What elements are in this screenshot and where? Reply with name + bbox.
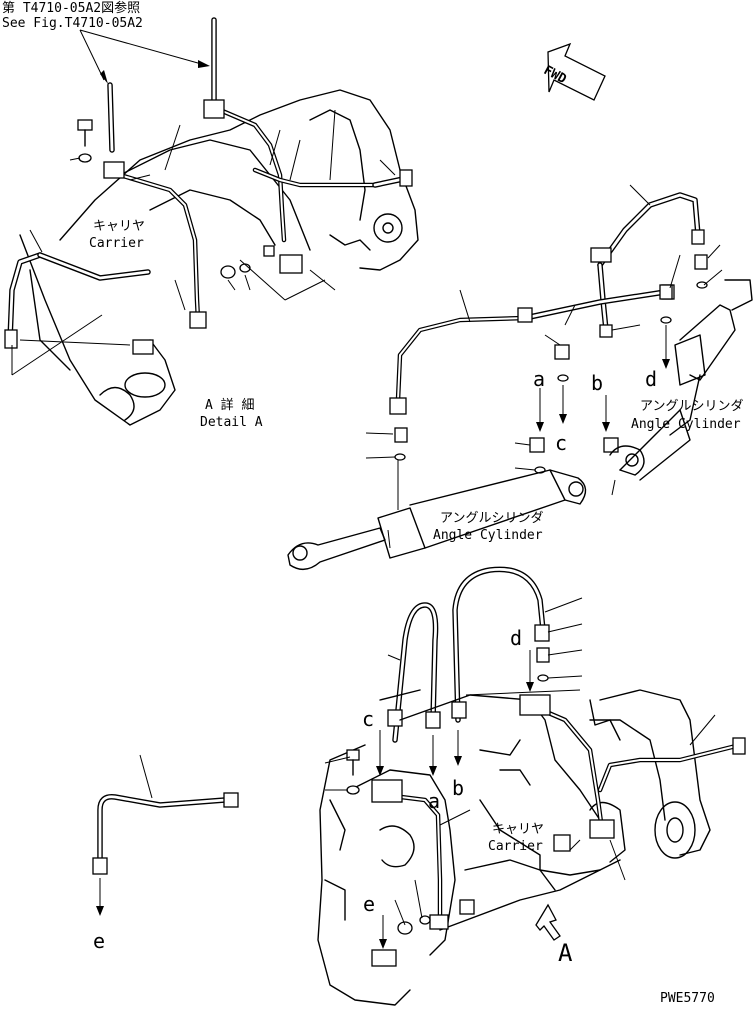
carrier-main-assembly: [317, 566, 746, 1006]
callout-e-carrier: e: [363, 892, 376, 916]
callout-d-lower: d: [510, 626, 523, 650]
carrier-label-jp-bottom: キャリヤ: [492, 822, 545, 837]
angle-cylinder-assembly: [287, 184, 753, 570]
callout-b-lower: b: [452, 776, 465, 800]
angle-cylinder-label-en-right: Angle Cylinder: [631, 417, 741, 432]
callout-b-upper: b: [591, 371, 604, 395]
angle-cylinder-label-jp-right: アングルシリンダ: [640, 399, 744, 414]
view-a-label: A: [558, 939, 573, 967]
angle-cylinder-label-jp-lower: アングルシリンダ: [440, 511, 544, 526]
carrier-label-en-top: Carrier: [89, 236, 144, 251]
reference-label-jp: 第 T4710-05A2図参照: [2, 1, 141, 16]
detail-a-label-jp: A 詳 細: [205, 398, 255, 413]
carrier-label-jp-top: キャリヤ: [93, 219, 146, 234]
callout-d-upper: d: [645, 367, 658, 391]
fwd-arrow-icon: [547, 42, 606, 101]
drawing-number: PWE5770: [660, 991, 715, 1006]
callout-c-lower: c: [362, 707, 375, 731]
angle-cylinder-label-en-lower: Angle Cylinder: [433, 528, 543, 543]
callout-c-upper: c: [555, 431, 568, 455]
callout-a-upper: a: [533, 367, 546, 391]
callout-e-standalone: e: [93, 929, 106, 953]
detail-a-label-en: Detail A: [200, 415, 263, 430]
reference-label-en: See Fig.T4710-05A2: [2, 16, 143, 31]
detail-a-assembly: [4, 17, 419, 426]
carrier-label-en-bottom: Carrier: [488, 839, 543, 854]
standalone-hose-e: [92, 754, 239, 916]
callout-a-lower: a: [428, 789, 441, 813]
